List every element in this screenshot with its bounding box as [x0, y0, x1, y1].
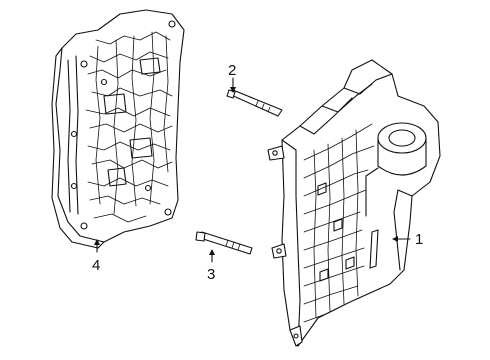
callout-label-1: 1 [415, 231, 423, 248]
valve-body-plate-part-4 [51, 9, 185, 249]
bolt-part-3 [195, 231, 253, 255]
callout-1: 1 [392, 231, 423, 248]
bolt-part-2 [226, 89, 283, 117]
callout-4: 4 [92, 239, 100, 274]
control-module-housing-part-1 [267, 59, 441, 347]
callout-label-3: 3 [207, 266, 215, 283]
callout-3: 3 [207, 249, 215, 283]
callout-2: 2 [228, 62, 236, 93]
callout-label-4: 4 [92, 257, 100, 274]
callout-label-2: 2 [228, 62, 236, 79]
